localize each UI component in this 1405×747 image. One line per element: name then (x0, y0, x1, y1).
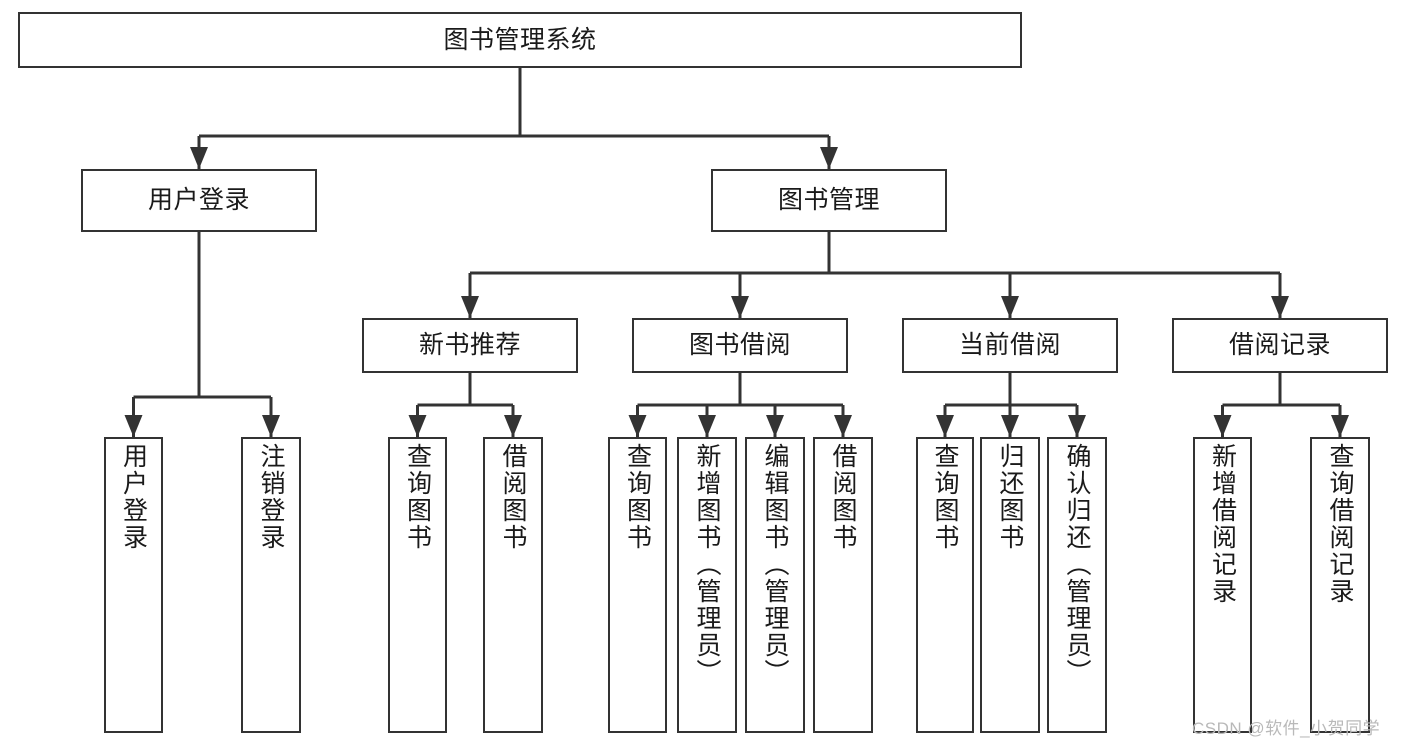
node-label-root: 图书管理系统 (443, 25, 597, 54)
arrow-icon-leaf-cur-3 (1068, 415, 1086, 437)
node-borrow[interactable]: 图书借阅 (632, 318, 848, 373)
node-label-login: 用户登录 (147, 186, 250, 215)
node-label-current: 当前借阅 (958, 331, 1061, 360)
node-label-leaf-login-2: 注销登录 (257, 443, 285, 551)
node-leaf-rec-2[interactable]: 查询借阅记录 (1310, 437, 1370, 733)
arrow-icon-login (190, 147, 208, 169)
node-current[interactable]: 当前借阅 (902, 318, 1118, 373)
node-bookmgmt[interactable]: 图书管理 (711, 169, 947, 232)
node-label-leaf-bor-2: 新增图书（管理员） (693, 443, 721, 686)
arrow-icon-leaf-new-1 (408, 415, 427, 437)
node-label-leaf-rec-2: 查询借阅记录 (1326, 443, 1354, 605)
node-leaf-cur-2[interactable]: 归还图书 (980, 437, 1040, 733)
arrow-icon-leaf-bor-4 (834, 415, 852, 437)
node-leaf-new-1[interactable]: 查询图书 (388, 437, 447, 733)
node-label-borrow: 图书借阅 (688, 331, 791, 360)
arrow-icon-newbook (461, 296, 479, 318)
node-label-leaf-bor-1: 查询图书 (623, 443, 652, 551)
arrow-icon-records (1271, 296, 1289, 318)
arrow-icon-leaf-login-1 (124, 415, 143, 437)
arrow-icon-leaf-cur-2 (1001, 415, 1019, 437)
arrow-icon-leaf-login-2 (262, 415, 280, 437)
node-label-leaf-cur-1: 查询图书 (931, 443, 959, 551)
node-newbook[interactable]: 新书推荐 (362, 318, 578, 373)
node-label-bookmgmt: 图书管理 (777, 186, 880, 215)
arrow-icon-leaf-cur-1 (936, 415, 954, 437)
node-label-leaf-cur-2: 归还图书 (996, 443, 1024, 551)
node-label-leaf-new-2: 借阅图书 (499, 443, 527, 551)
node-leaf-cur-1[interactable]: 查询图书 (916, 437, 974, 733)
node-leaf-login-1[interactable]: 用户登录 (104, 437, 163, 733)
node-leaf-rec-1[interactable]: 新增借阅记录 (1193, 437, 1252, 733)
arrow-icon-bookmgmt (820, 147, 838, 169)
arrow-icon-leaf-bor-1 (628, 415, 647, 437)
node-label-records: 借阅记录 (1228, 331, 1331, 360)
arrow-icon-borrow (731, 296, 749, 318)
node-records[interactable]: 借阅记录 (1172, 318, 1388, 373)
arrow-icon-leaf-rec-2 (1331, 415, 1349, 437)
node-leaf-bor-1[interactable]: 查询图书 (608, 437, 667, 733)
arrow-icon-leaf-bor-2 (698, 415, 716, 437)
node-leaf-bor-2[interactable]: 新增图书（管理员） (677, 437, 737, 733)
node-leaf-login-2[interactable]: 注销登录 (241, 437, 301, 733)
node-label-leaf-bor-4: 借阅图书 (829, 443, 857, 551)
watermark-text: CSDN @软件_小贺同学 (1192, 719, 1381, 738)
node-leaf-bor-4[interactable]: 借阅图书 (813, 437, 873, 733)
arrow-icon-leaf-new-2 (504, 415, 522, 437)
node-label-leaf-cur-3: 确认归还（管理员） (1063, 443, 1091, 686)
node-label-leaf-login-1: 用户登录 (119, 443, 148, 551)
node-leaf-new-2[interactable]: 借阅图书 (483, 437, 543, 733)
arrow-icon-leaf-rec-1 (1213, 415, 1232, 437)
node-label-leaf-new-1: 查询图书 (403, 443, 432, 551)
arrow-icon-leaf-bor-3 (766, 415, 784, 437)
node-root[interactable]: 图书管理系统 (18, 12, 1022, 68)
node-leaf-cur-3[interactable]: 确认归还（管理员） (1047, 437, 1107, 733)
arrow-icon-current (1001, 296, 1019, 318)
node-login[interactable]: 用户登录 (81, 169, 317, 232)
node-label-leaf-bor-3: 编辑图书（管理员） (761, 443, 789, 686)
node-label-leaf-rec-1: 新增借阅记录 (1208, 443, 1237, 605)
node-leaf-bor-3[interactable]: 编辑图书（管理员） (745, 437, 805, 733)
node-label-newbook: 新书推荐 (418, 331, 521, 360)
